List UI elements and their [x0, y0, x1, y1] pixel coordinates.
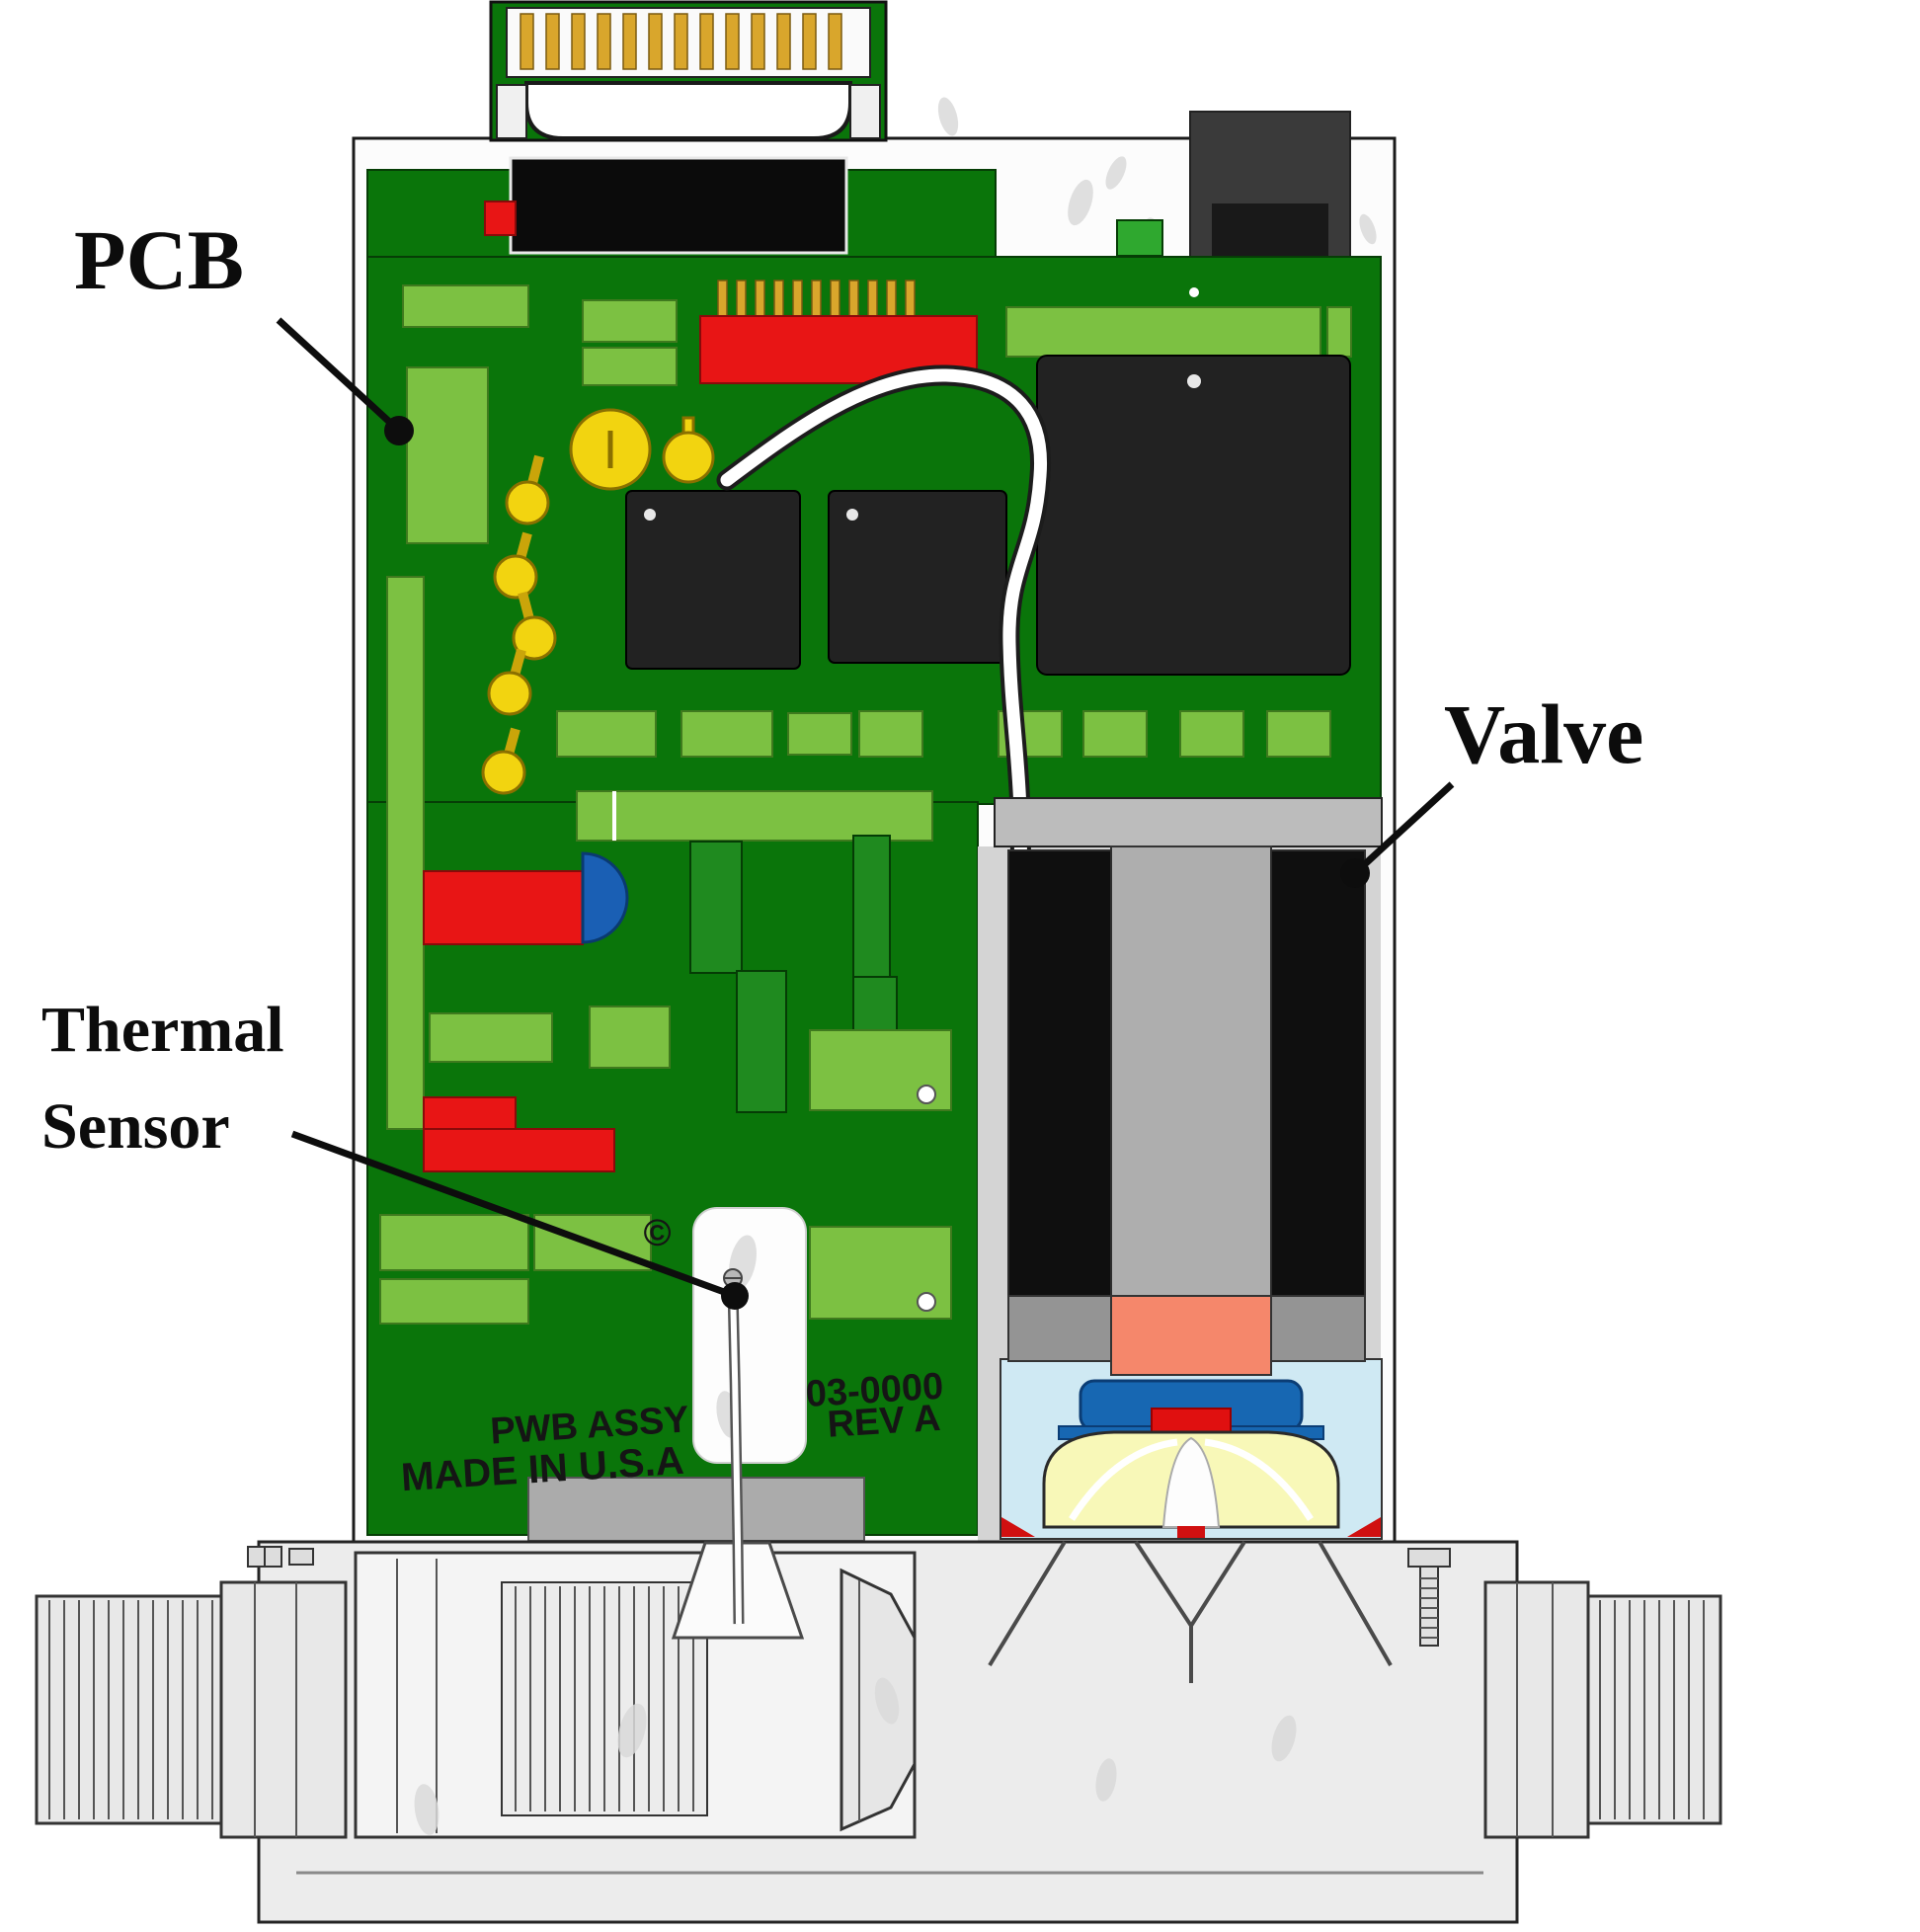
label-pcb: PCB [74, 212, 244, 307]
valve-plunger-tip [1110, 1295, 1272, 1376]
yellow-standoffs [481, 408, 715, 795]
valve-coil-left [1007, 849, 1112, 1297]
ic-chips [625, 287, 1351, 676]
callouts: PCB Valve Thermal Sensor [41, 212, 1643, 1310]
valve-pointer-dot [1340, 858, 1370, 888]
ribbon-cable [716, 364, 1052, 906]
sensor-wire [727, 1287, 745, 1625]
thermal-pointer-dot [721, 1282, 749, 1310]
mounting-screws [247, 1546, 1451, 1647]
dsub-gold-pins [520, 13, 842, 70]
valve-seat [1151, 1408, 1232, 1433]
valve-assembly [994, 797, 1383, 1540]
ic-chip-large [1036, 355, 1351, 676]
label-thermal-line1: Thermal [41, 994, 284, 1066]
board-connector-base [509, 156, 848, 255]
pcb-components [379, 156, 1352, 1325]
blue-capacitor [581, 851, 629, 944]
valve-leader-line [1352, 781, 1455, 876]
outlet-fitting [1483, 1580, 1722, 1839]
valve-flow-channels [988, 1540, 1393, 1683]
power-connector-block [1189, 111, 1351, 259]
valve-top-plate [994, 797, 1383, 847]
silkscreen-copyright: © [642, 1212, 673, 1255]
label-valve: Valve [1444, 686, 1643, 781]
pcb-pointer-dot [384, 416, 414, 445]
flow-body [35, 1540, 1722, 1924]
resistor-row [556, 710, 1331, 758]
thermal-sensor-slot [692, 1207, 807, 1464]
shading-smudges-body [414, 1677, 1297, 1835]
dsub-connector [489, 0, 888, 142]
silkscreen-revision: REV A [826, 1398, 941, 1446]
thermal-leader-line [290, 1130, 737, 1300]
valve-core [1110, 845, 1272, 1297]
bypass-element [354, 1551, 917, 1839]
pcb-leader-line [276, 317, 402, 434]
valve-coil-right [1270, 849, 1366, 1297]
silkscreen-part-number: 03-0000 [805, 1366, 945, 1415]
label-thermal-line2: Sensor [41, 1090, 230, 1163]
inlet-fitting [35, 1580, 348, 1839]
board-mount-plate [527, 1477, 865, 1542]
